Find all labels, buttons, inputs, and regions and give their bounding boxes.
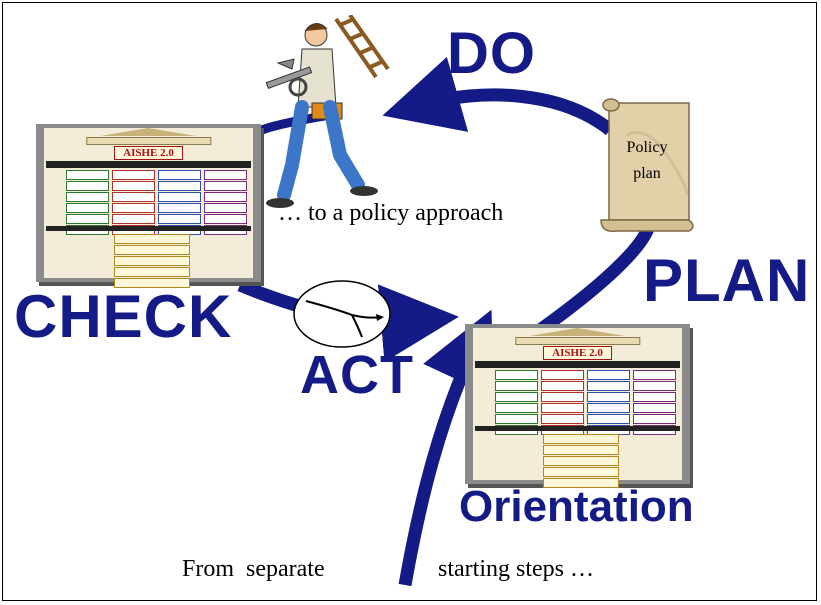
caption-from-separate: From separate [182, 556, 325, 582]
arrow-plan-to-scroll [536, 219, 657, 336]
fork-decision-icon [293, 280, 391, 348]
aishe-card-check: AISHE 2.0 [36, 124, 261, 288]
label-orientation: Orientation [459, 482, 694, 531]
aishe-card-title: AISHE 2.0 [44, 146, 253, 160]
label-act: ACT [300, 345, 414, 405]
scroll-line-2: plan [633, 165, 661, 182]
caption-starting-steps: starting steps … [438, 556, 594, 582]
arrow-plan-to-do [382, 56, 615, 136]
scroll-line-1: Policy [626, 139, 668, 156]
label-do: DO [447, 21, 536, 86]
label-plan: PLAN [643, 247, 811, 314]
aishe-card-title: AISHE 2.0 [473, 346, 682, 360]
worker-with-tools-icon [265, 15, 390, 208]
label-check: CHECK [14, 283, 233, 350]
arrow-start-to-orientation [398, 309, 494, 587]
caption-policy-approach: … to a policy approach [278, 200, 504, 226]
aishe-card-orientation: AISHE 2.0 [465, 324, 690, 488]
policy-scroll-icon: Policy plan [597, 95, 697, 235]
